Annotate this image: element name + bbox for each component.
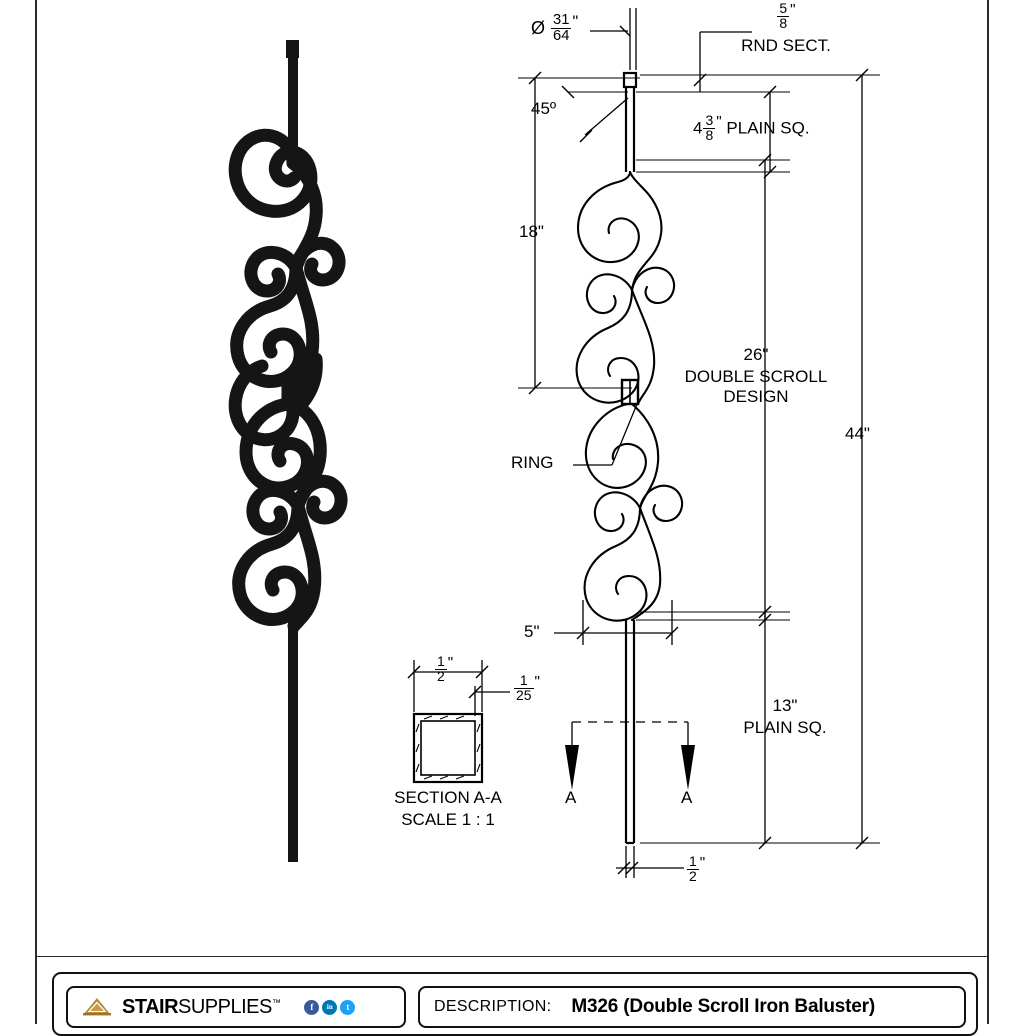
sheet-border-bottom-rule [35, 956, 989, 957]
facebook-icon[interactable]: f [304, 999, 320, 1015]
dim-rnd-section [693, 31, 752, 92]
section-aa-scale: SCALE 1 : 1 [401, 810, 495, 830]
dim-18-inch [518, 71, 640, 395]
dim-diameter-top [590, 8, 637, 70]
dim-26-inch [636, 153, 790, 627]
baluster-bottom-shaft [288, 610, 298, 862]
brand-wordmark: STAIRSUPPLIES™ [122, 995, 281, 1019]
dim-plain-sq-top [636, 85, 790, 179]
dim-5-inch [554, 600, 679, 645]
plain-sq-13-value: 13" [772, 696, 798, 715]
social-icons: f in t [304, 999, 356, 1015]
description-label: DESCRIPTION: [434, 998, 552, 1015]
baluster-scrollwork [228, 128, 348, 633]
section-arrow-left [565, 745, 579, 790]
technical-scrollwork [575, 170, 684, 622]
linkedin-icon[interactable]: in [322, 999, 338, 1015]
brand-tm: ™ [271, 996, 281, 1007]
section-arrow-right [681, 745, 695, 790]
dim-label-18-inch: 18" [519, 222, 544, 241]
brand-bold: STAIR [122, 995, 179, 1018]
rnd-sect-text: RND SECT. [741, 35, 831, 55]
sheet-border-right [987, 0, 989, 1024]
title-block-logo-cell: STAIRSUPPLIES™ f in t [66, 986, 406, 1028]
label-ring: RING [511, 453, 554, 472]
dim-label-5-inch: 5" [524, 622, 540, 641]
section-aa-title: SECTION A-A [394, 788, 502, 807]
technical-outline [622, 71, 638, 845]
leader-ring [573, 403, 638, 466]
section-cut-line [565, 721, 695, 790]
dim-label-26-double-scroll: 26" DOUBLE SCROLL DESIGN [676, 345, 836, 406]
section-aa-detail [407, 660, 510, 784]
baluster-top-shaft [288, 52, 298, 164]
scroll-26-line2: DESIGN [723, 387, 789, 407]
section-aa-caption: SECTION A-A SCALE 1 : 1 [368, 788, 528, 829]
dim-13-inch [640, 605, 790, 850]
dim-44-inch [640, 68, 880, 850]
brand-light: SUPPLIES [178, 995, 272, 1018]
description-value: M326 (Double Scroll Iron Baluster) [571, 996, 875, 1017]
dim-45-degree [561, 85, 629, 143]
twitter-icon[interactable]: t [340, 999, 356, 1015]
section-arrow-label-left: A [565, 788, 577, 807]
dim-bottom-half-inch [616, 846, 684, 878]
dim-label-13-plain-sq: 13" PLAIN SQ. [700, 696, 870, 737]
sheet-border-left [35, 0, 37, 1024]
dim-label-45-degree: 45º [531, 99, 557, 118]
scroll-26-line1: DOUBLE SCROLL [684, 367, 828, 387]
stairsupplies-triangle-icon [83, 998, 111, 1016]
title-block-description-cell: DESCRIPTION: M326 (Double Scroll Iron Ba… [418, 986, 966, 1028]
dim-label-44-inch: 44" [845, 424, 870, 443]
section-arrow-label-right: A [681, 788, 693, 807]
plain-sq-13-label: PLAIN SQ. [743, 718, 827, 738]
scroll-26-value: 26" [743, 345, 769, 364]
